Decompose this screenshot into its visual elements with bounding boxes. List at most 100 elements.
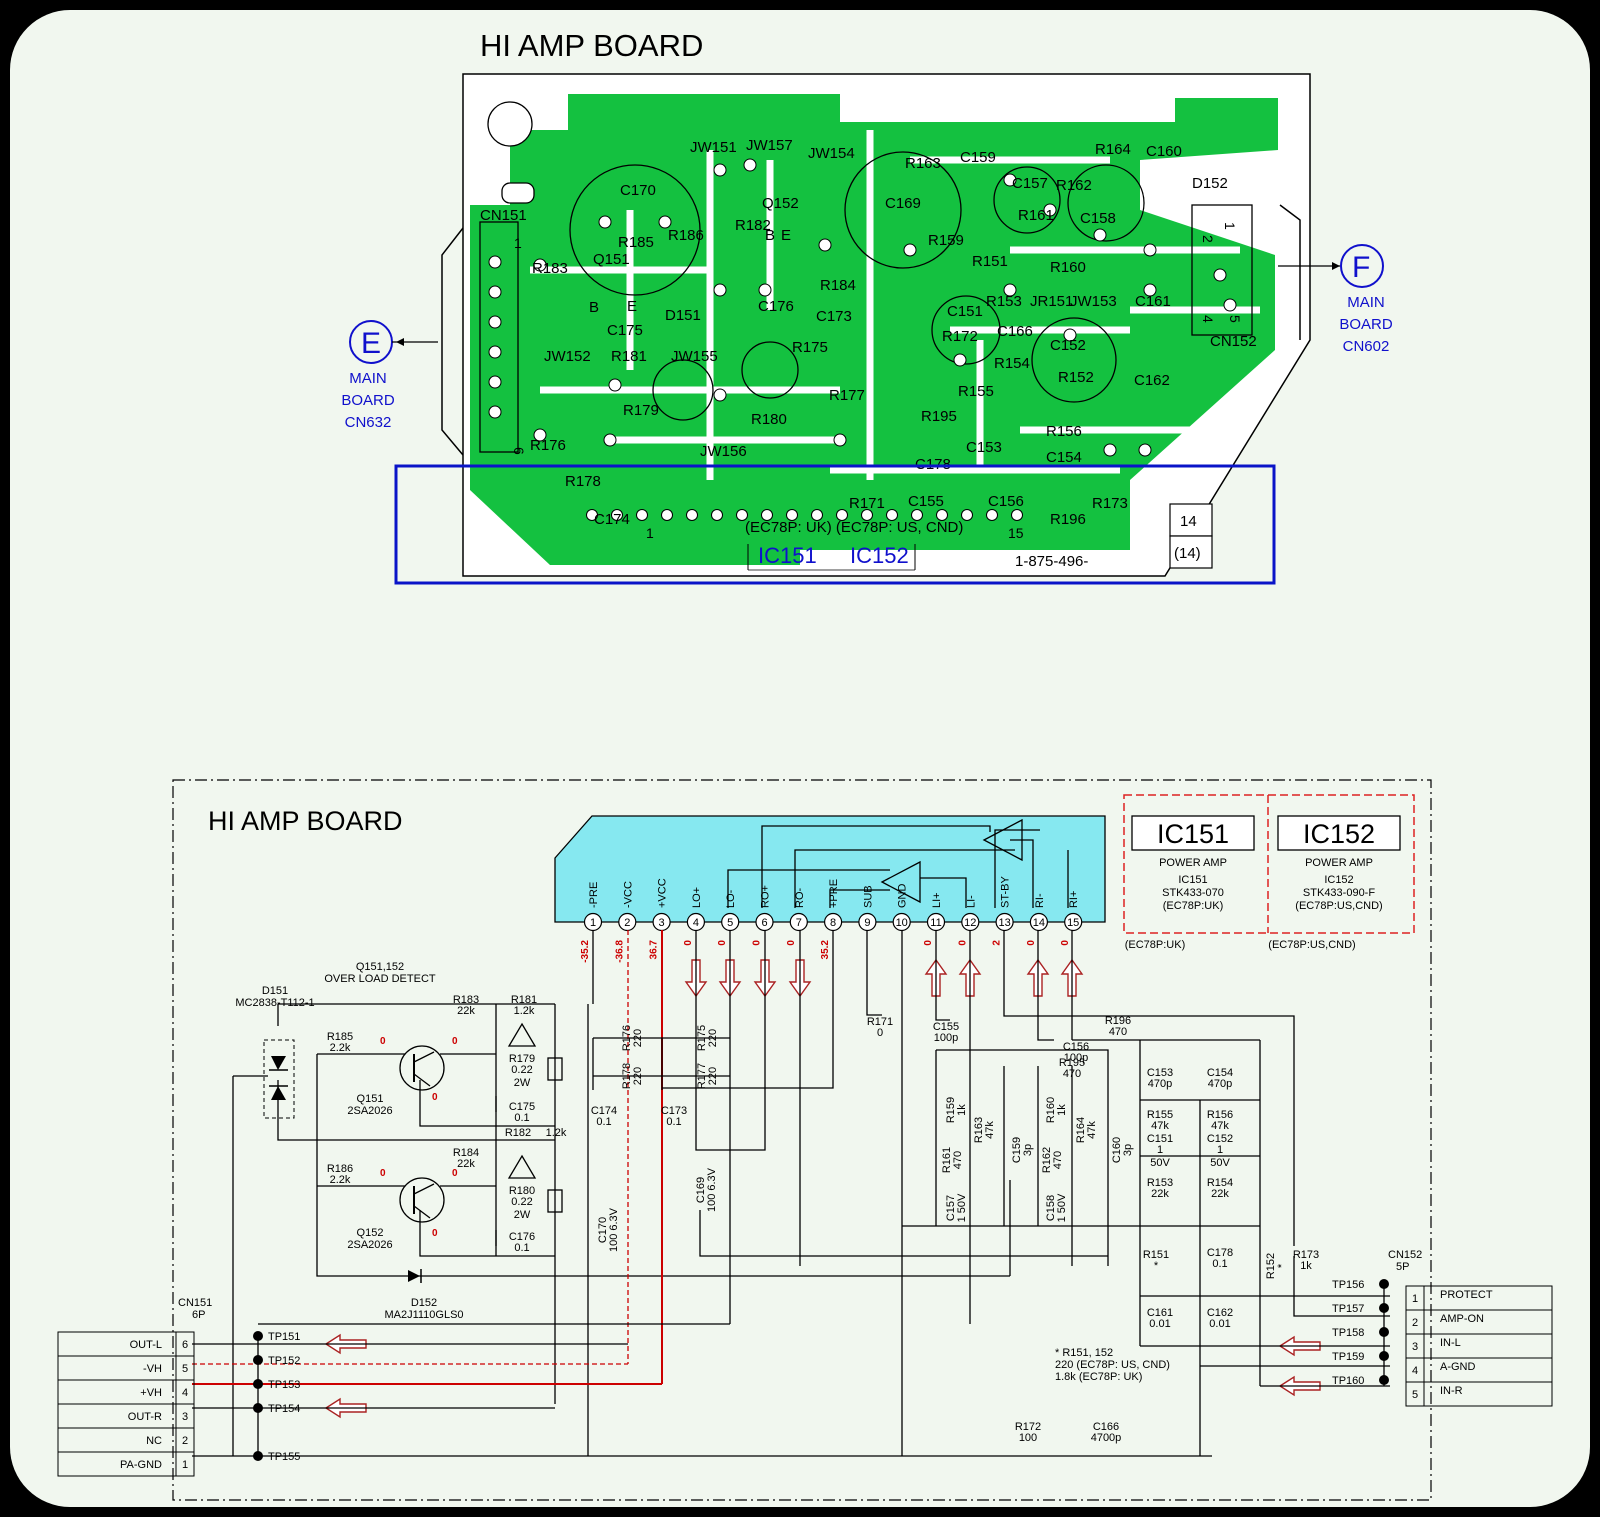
q-note: Q151,152 xyxy=(356,961,404,973)
pcb-ic-pad xyxy=(1011,509,1023,521)
ic-pin-number: 1 xyxy=(590,917,596,929)
ic-pin-voltage: 0 xyxy=(923,940,934,946)
ic-pin-6: 6 RO+ 0 xyxy=(752,885,774,946)
pcb-label: C156 xyxy=(988,493,1024,510)
cn152-name: CN152 xyxy=(1388,1249,1422,1261)
pcb-label: JW151 xyxy=(690,139,737,156)
ic-internal-wiring xyxy=(727,825,1069,908)
part-value: 47k xyxy=(1151,1120,1169,1132)
ic152-under: (EC78P:US,CND) xyxy=(1268,939,1355,951)
ic-pin-name: +PRE xyxy=(828,879,840,908)
pcb-layout: HI AMP BOARD xyxy=(341,28,1393,585)
pcb-label: JW154 xyxy=(808,145,855,162)
transistor-volt: 0 xyxy=(452,1168,458,1179)
resistor-icon xyxy=(547,1057,563,1081)
ic-pin-voltage: 35.2 xyxy=(820,940,831,960)
pcb-box-bottom xyxy=(1169,535,1213,569)
part-value: 470 xyxy=(1052,1151,1064,1169)
part-value: 3p xyxy=(1022,1144,1034,1156)
cn151-label: PA-GND xyxy=(120,1459,162,1471)
pcb-label: R180 xyxy=(751,411,787,428)
part-value: 100 6.3V xyxy=(706,1167,718,1212)
pcb-label: R185 xyxy=(618,234,654,251)
part-name: R163 xyxy=(973,1117,985,1143)
pcb-label: D151 xyxy=(665,307,701,324)
circle-letter-icon xyxy=(1340,244,1384,288)
pcb-label: Q151 xyxy=(593,251,630,268)
part-name: C157 xyxy=(945,1195,957,1221)
transistor-volt: 0 xyxy=(380,1036,386,1047)
ic-pin-voltage: 0 xyxy=(752,940,763,946)
part-name: R181 xyxy=(511,994,537,1006)
pcb-pin-label: 1 xyxy=(514,235,522,251)
cn151-pin: 5 xyxy=(182,1363,188,1375)
connector-f-line3: CN602 xyxy=(1343,338,1390,355)
ic-pin-4: 4LO+0 xyxy=(683,887,706,946)
part-value: 2W xyxy=(514,1209,531,1221)
cn151-pins: 6P xyxy=(192,1309,205,1321)
part-name: R180 xyxy=(509,1185,535,1197)
pcb-label: CN152 xyxy=(1210,333,1257,350)
pcb-label: C175 xyxy=(607,322,643,339)
pcb-label: R181 xyxy=(611,348,647,365)
ic-area-highlight xyxy=(394,464,1276,585)
part-name: C166 xyxy=(1093,1421,1119,1433)
part-value: 100 xyxy=(1019,1432,1037,1444)
ic-pin-name: RI- xyxy=(1034,893,1046,908)
part-name: R173 xyxy=(1293,1249,1319,1261)
part-name: R153 xyxy=(1147,1177,1173,1189)
cn152-tp: TP157 xyxy=(1332,1303,1364,1315)
ic-pin-voltage: -35.2 xyxy=(580,940,591,963)
pcb-copper xyxy=(470,94,1278,565)
ic-pin-number: 5 xyxy=(727,917,733,929)
pcb-label: JW156 xyxy=(700,443,747,460)
part-value: 470 xyxy=(1063,1068,1081,1080)
part-value: 0.1 xyxy=(666,1116,681,1128)
pcb-label: R171 xyxy=(849,495,885,512)
connector-f-line2: BOARD xyxy=(1339,316,1393,333)
ic-pin-number: 6 xyxy=(761,917,767,929)
pcb-label: R176 xyxy=(530,437,566,454)
cn151-pin: 1 xyxy=(182,1459,188,1471)
connector-f-letter: F xyxy=(1352,251,1370,284)
part-value: 47k xyxy=(1086,1121,1098,1139)
part-value: 2.2k xyxy=(330,1174,351,1186)
part-name: C153 xyxy=(1147,1067,1173,1079)
q151-part: 2SA2026 xyxy=(347,1105,392,1117)
pcb-label: R182 xyxy=(735,217,771,234)
ic-pin-name: RO+ xyxy=(760,885,772,908)
pcb-pin-label: 6 xyxy=(511,447,527,455)
pcb-label: R175 xyxy=(792,339,828,356)
part-value: * xyxy=(1154,1260,1159,1272)
part-value: 220 xyxy=(632,1029,644,1047)
part-value: 470p xyxy=(1148,1078,1172,1090)
connector-e-line3: CN632 xyxy=(345,414,392,431)
ic-pin-voltage: 2 xyxy=(992,940,1003,946)
pcb-ic152-label: IC152 xyxy=(850,543,909,568)
transistor-volt: 0 xyxy=(432,1228,438,1239)
cn151-name: CN151 xyxy=(178,1297,212,1309)
part-name: C160 xyxy=(1111,1137,1123,1163)
pcb-label: C154 xyxy=(1046,449,1082,466)
part-name: C151 xyxy=(1147,1133,1173,1145)
connector-e-letter: E xyxy=(361,327,381,360)
part-value: 0.01 xyxy=(1149,1318,1170,1330)
pcb-ic-pad xyxy=(811,509,823,521)
pcb-label: R178 xyxy=(565,473,601,490)
resistor-icon xyxy=(547,1189,563,1213)
pcb-label: R159 xyxy=(928,232,964,249)
pcb-label: C166 xyxy=(997,323,1033,340)
part-name: C161 xyxy=(1147,1307,1173,1319)
pcb-label: R164 xyxy=(1095,141,1131,158)
pcb-label: R195 xyxy=(921,408,957,425)
part-name: R196 xyxy=(1105,1015,1131,1027)
pcb-bracket-right xyxy=(1279,204,1301,340)
pcb-label: B xyxy=(765,227,775,244)
